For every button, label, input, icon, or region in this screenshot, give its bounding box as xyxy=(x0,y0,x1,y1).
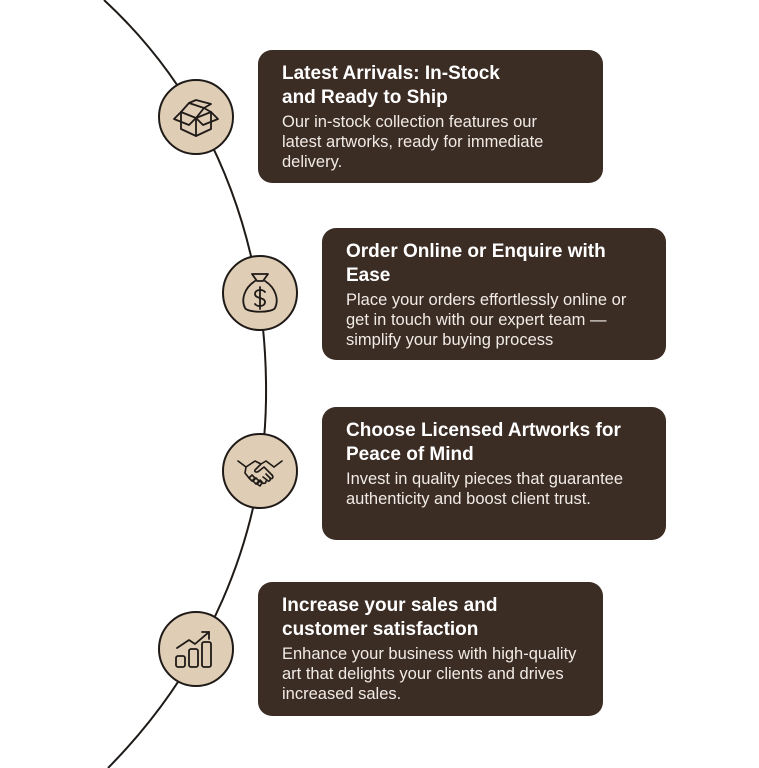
step-1-title: Latest Arrivals: In-Stock and Ready to S… xyxy=(282,63,500,108)
step-3-description: Invest in quality pieces that guarantee … xyxy=(346,470,624,508)
step-4-node xyxy=(158,611,234,687)
step-4-description: Enhance your business with high-quality … xyxy=(282,645,577,703)
step-3-node xyxy=(222,433,298,509)
step-1-description: Our in-stock collection features our lat… xyxy=(282,113,544,171)
step-3-title: Choose Licensed Artworks for Peace of Mi… xyxy=(346,420,621,465)
step-1-node xyxy=(158,79,234,155)
step-2-node xyxy=(222,255,298,331)
step-4-card: Increase your sales and customer satisfa… xyxy=(258,582,603,716)
step-2-title: Order Online or Enquire with Ease xyxy=(346,241,606,286)
handshake-icon xyxy=(237,460,283,487)
step-3-card: Choose Licensed Artworks for Peace of Mi… xyxy=(322,407,666,540)
growth-chart-icon xyxy=(175,631,212,668)
step-4-title: Increase your sales and customer satisfa… xyxy=(282,595,498,640)
step-2-card: Order Online or Enquire with Ease Place … xyxy=(322,228,666,360)
money-bag-icon xyxy=(242,273,278,313)
step-1-card: Latest Arrivals: In-Stock and Ready to S… xyxy=(258,50,603,183)
box-icon xyxy=(173,99,219,137)
step-2-description: Place your orders effortlessly online or… xyxy=(346,291,627,349)
